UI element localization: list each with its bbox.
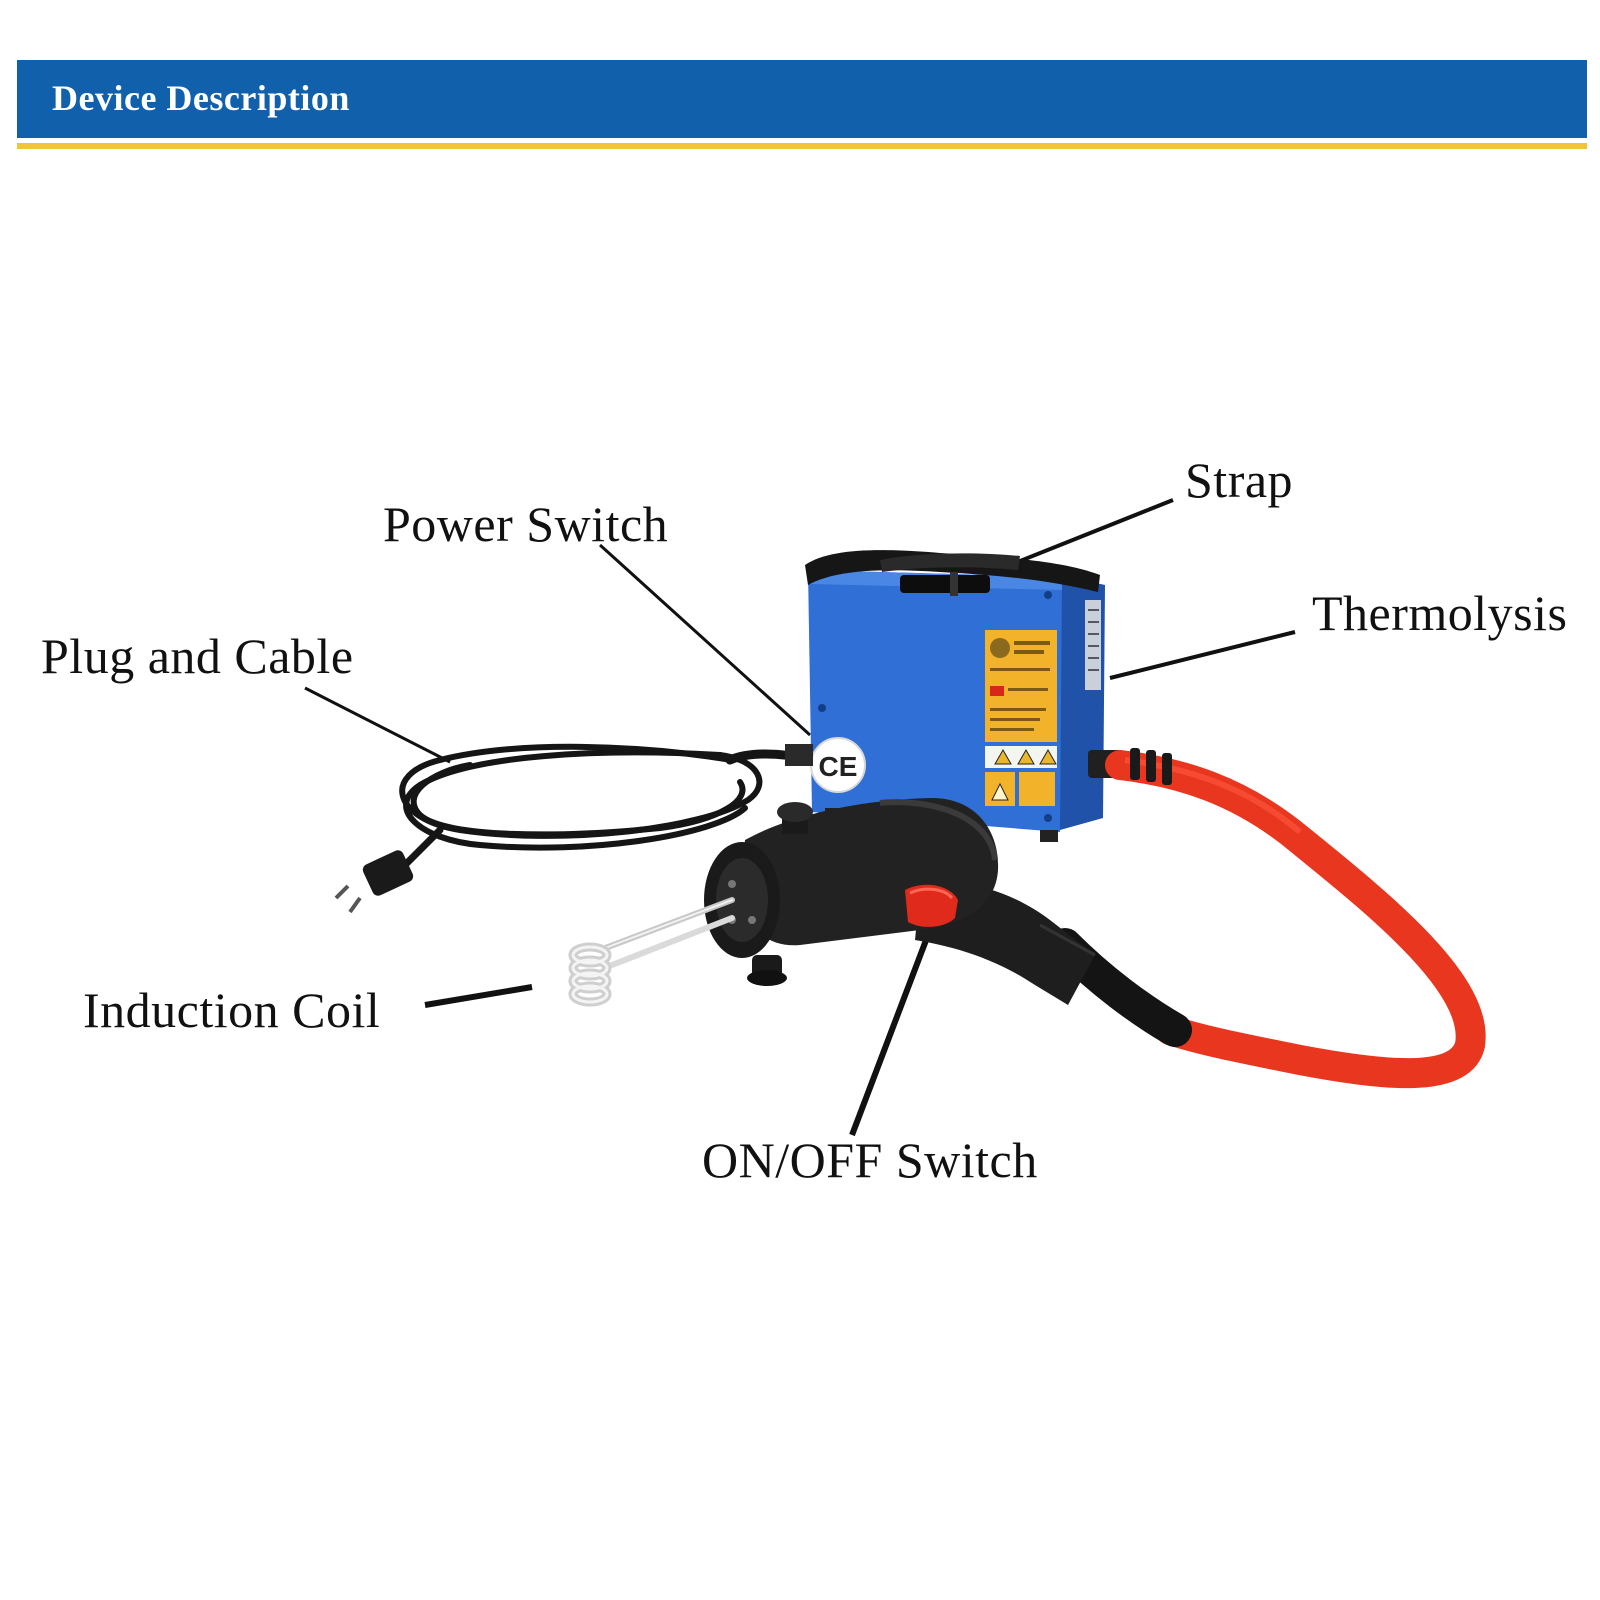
power-plug	[334, 850, 414, 914]
plug-and-cable-leader-line	[304, 686, 451, 764]
strap	[805, 550, 1100, 596]
on-off-switch-leader-line	[849, 933, 931, 1137]
label-plug-and-cable: Plug and Cable	[41, 628, 354, 684]
power-switch	[785, 744, 813, 766]
label-on-off-switch: ON/OFF Switch	[702, 1132, 1038, 1188]
label-power-switch: Power Switch	[383, 496, 669, 552]
on-off-switch	[905, 884, 958, 927]
heating-gun	[704, 797, 1096, 1005]
strap-leader-line	[1009, 498, 1174, 567]
warning-sticker	[985, 630, 1057, 742]
thermolysis-vent	[1085, 600, 1101, 690]
induction-coil-leader-line	[424, 984, 533, 1008]
page-title: Device Description	[52, 78, 350, 118]
output-cable	[1048, 748, 1486, 1089]
label-thermolysis: Thermolysis	[1312, 585, 1568, 641]
induction-coil	[568, 897, 735, 1007]
header-bar	[17, 60, 1587, 138]
header-gold-rule	[17, 143, 1587, 149]
main-unit: CE	[785, 550, 1124, 842]
ce-mark: CE	[819, 751, 858, 782]
label-induction-coil: Induction Coil	[83, 982, 381, 1038]
label-strap: Strap	[1185, 452, 1294, 508]
thermolysis-leader-line	[1109, 630, 1296, 680]
leader-lines	[304, 498, 1296, 1137]
ce-badge: CE	[810, 737, 866, 793]
power-switch-leader-line	[598, 543, 812, 737]
